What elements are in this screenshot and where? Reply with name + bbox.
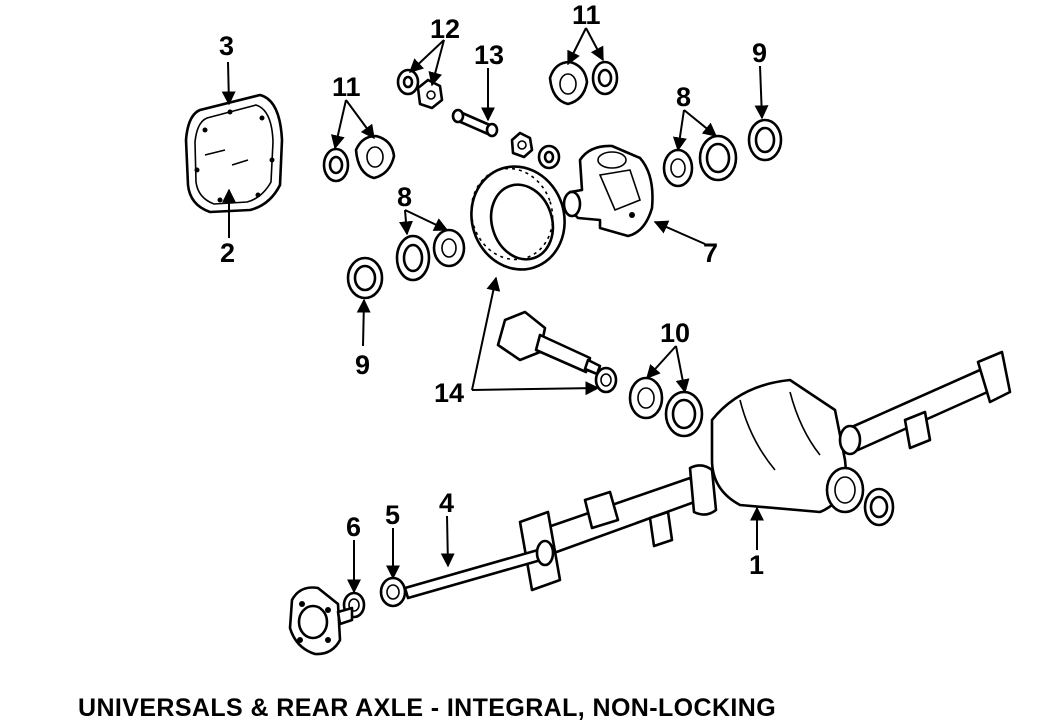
drive-pinion (496, 310, 618, 394)
callout-7: 7 (703, 238, 718, 268)
pinion-shaft (451, 108, 499, 138)
callout-9-left: 9 (355, 350, 370, 380)
callout-4: 4 (439, 488, 454, 518)
side-gear-set-lower (322, 134, 396, 183)
callout-11-lower: 11 (332, 72, 361, 102)
callout-9-right: 9 (752, 38, 767, 68)
callout-8-left: 8 (397, 182, 412, 212)
axle-housing (518, 350, 1012, 592)
callout-14: 14 (434, 378, 464, 408)
axle-flange (288, 586, 354, 656)
axle-exploded-diagram: 3 2 12 13 11 11 8 9 7 8 9 14 10 1 4 5 6 (184, 0, 1012, 656)
diagram-caption: UNIVERSALS & REAR AXLE - INTEGRAL, NON-L… (78, 694, 777, 722)
callout-1: 1 (749, 550, 764, 580)
differential-cover (184, 93, 284, 214)
callout-8-right: 8 (676, 82, 691, 112)
callout-10: 10 (660, 318, 690, 348)
callout-5: 5 (385, 500, 400, 530)
axle-bearing (379, 576, 407, 608)
differential-pinion-gear (510, 131, 561, 170)
callout-6: 6 (346, 512, 361, 542)
side-gear-set-upper (548, 60, 619, 106)
pinion-bearing-set (628, 376, 704, 438)
seal-left (346, 256, 384, 300)
seal-right (747, 118, 783, 162)
carrier-bearing-left (395, 228, 466, 282)
axle-shaft (403, 539, 555, 600)
callout-labels: 3 2 12 13 11 11 8 9 7 8 9 14 10 1 4 5 6 (219, 0, 767, 580)
pinion-gear-washer-set (396, 68, 444, 110)
callout-2: 2 (220, 238, 235, 268)
housing-end-seal (863, 487, 895, 527)
carrier-bearing-right (662, 134, 738, 188)
callout-11-upper: 11 (572, 0, 601, 30)
ring-gear (470, 165, 566, 271)
callout-leaders (221, 27, 769, 594)
callout-13: 13 (474, 40, 504, 70)
differential-case (562, 144, 654, 238)
callout-3: 3 (219, 31, 234, 61)
callout-12: 12 (430, 14, 460, 44)
